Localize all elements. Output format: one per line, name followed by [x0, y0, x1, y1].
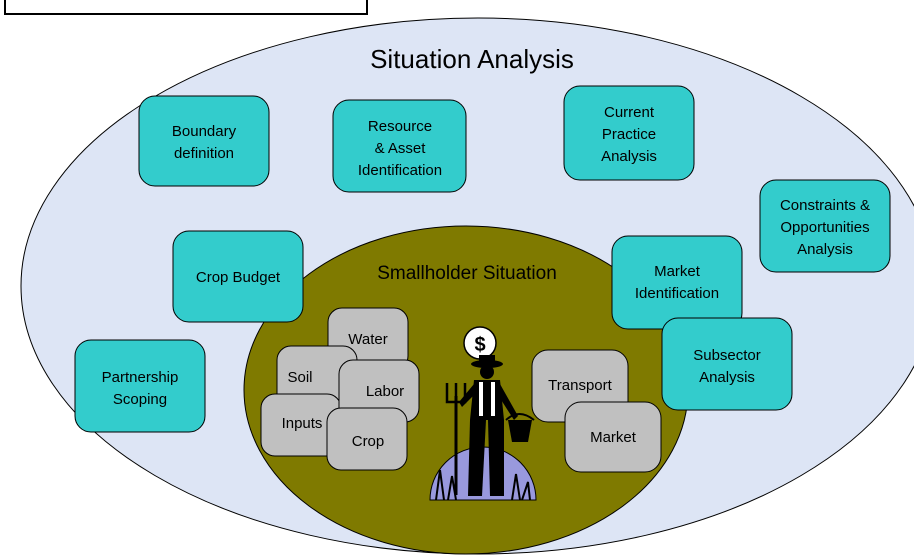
- box-subsector-analysis: Subsector Analysis: [661, 317, 793, 411]
- box-constraints-opportunities: Constraints & Opportunities Analysis: [759, 179, 891, 273]
- box-partnership-scoping: Partnership Scoping: [74, 339, 206, 433]
- svg-text:Partnership: Partnership: [102, 369, 179, 386]
- farmer-icon: [429, 355, 537, 501]
- svg-text:Scoping: Scoping: [113, 391, 167, 408]
- svg-text:Crop: Crop: [352, 433, 385, 450]
- svg-text:Constraints &: Constraints &: [780, 197, 870, 214]
- svg-text:Analysis: Analysis: [601, 148, 657, 165]
- box-market: Market: [564, 401, 662, 473]
- box-current-practice-analysis: Current Practice Analysis: [563, 85, 695, 181]
- svg-text:Opportunities: Opportunities: [780, 219, 869, 236]
- svg-text:Identification: Identification: [635, 285, 719, 302]
- svg-text:Soil: Soil: [287, 369, 312, 386]
- inner-title: Smallholder Situation: [377, 263, 557, 284]
- box-crop: Crop: [326, 407, 408, 471]
- box-soil: Soil: [276, 345, 358, 409]
- box-market-identification: Market Identification: [611, 235, 743, 330]
- svg-text:Water: Water: [348, 331, 387, 348]
- svg-text:Transport: Transport: [548, 377, 612, 394]
- outer-title: Situation Analysis: [370, 44, 574, 74]
- svg-text:Market: Market: [654, 263, 701, 280]
- svg-text:Analysis: Analysis: [699, 369, 755, 386]
- svg-text:Analysis: Analysis: [797, 241, 853, 258]
- svg-text:Practice: Practice: [602, 126, 656, 143]
- dollar-icon: $: [463, 326, 497, 360]
- box-boundary-definition: Boundary definition: [138, 95, 270, 187]
- svg-text:Labor: Labor: [366, 383, 404, 400]
- svg-text:Boundary: Boundary: [172, 123, 237, 140]
- top-title-frame: [4, 0, 368, 15]
- box-resource-asset-identification: Resource & Asset Identification: [332, 99, 467, 193]
- box-inputs: Inputs: [260, 393, 342, 457]
- svg-text:Current: Current: [604, 104, 655, 121]
- svg-text:definition: definition: [174, 145, 234, 162]
- box-labor: Labor: [338, 359, 420, 423]
- svg-text:Identification: Identification: [358, 162, 442, 179]
- svg-text:Inputs: Inputs: [282, 415, 323, 432]
- svg-text:$: $: [474, 334, 485, 356]
- svg-text:& Asset: & Asset: [375, 140, 427, 157]
- svg-text:Crop Budget: Crop Budget: [196, 269, 281, 286]
- svg-text:Market: Market: [590, 429, 637, 446]
- svg-text:Resource: Resource: [368, 118, 432, 135]
- box-crop-budget: Crop Budget: [172, 230, 304, 323]
- svg-text:Subsector: Subsector: [693, 347, 761, 364]
